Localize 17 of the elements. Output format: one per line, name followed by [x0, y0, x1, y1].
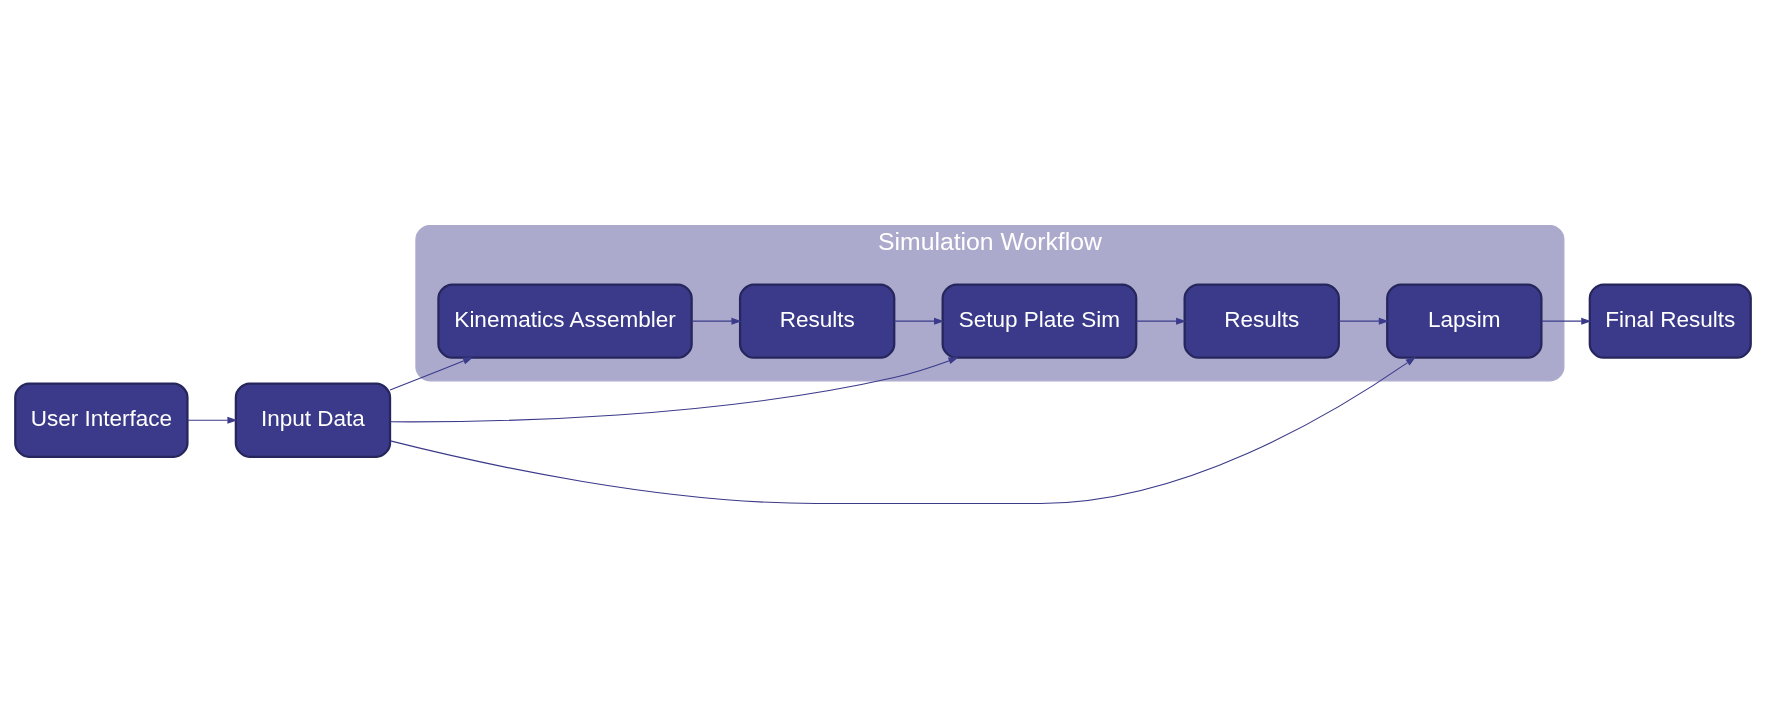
- node-box: Results: [1183, 282, 1340, 359]
- node-box: User Interface: [14, 382, 189, 458]
- node-box: Kinematics Assembler: [437, 282, 693, 359]
- arrow: [187, 416, 238, 424]
- node-box: Setup Plate Sim: [941, 282, 1138, 359]
- arrow: [893, 317, 945, 325]
- node-box: Final Results: [1588, 282, 1752, 359]
- arrow: [1338, 317, 1389, 325]
- node-box: Lapsim: [1386, 282, 1543, 359]
- arrow: [1541, 317, 1592, 325]
- arrow: [389, 356, 1416, 504]
- node-box: Results: [738, 282, 896, 359]
- arrow: [389, 356, 474, 391]
- node-box: Input Data: [234, 382, 392, 458]
- arrow: [1135, 317, 1187, 325]
- arrow: [389, 356, 959, 422]
- arrow: [691, 317, 742, 325]
